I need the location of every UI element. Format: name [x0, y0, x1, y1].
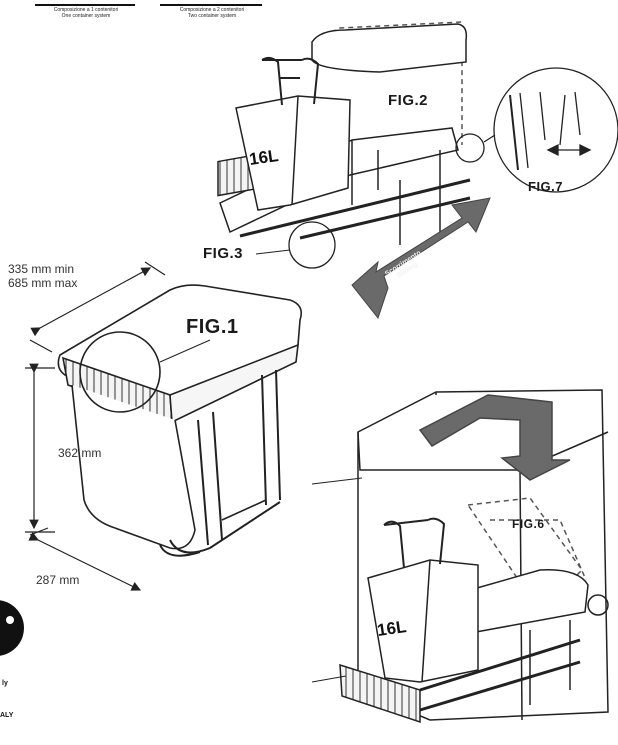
caption-two-container-line1: Composizione a 2 contenitori — [179, 7, 245, 13]
caption-one-container-line2: One container system — [61, 13, 111, 19]
fig6-cabinet-unit — [311, 389, 609, 724]
width-dimension-label: 335 mm min 685 mm max — [8, 262, 77, 290]
caption-one-container: Composizione a 1 contenitori One contain… — [38, 7, 134, 19]
width-max-value: 685 mm max — [8, 276, 78, 290]
fig1-unit — [57, 284, 303, 557]
depth-dimension-label: 287 mm — [36, 573, 80, 587]
fig3-callout-circle — [288, 221, 336, 269]
fig3-label: FIG.3 — [203, 245, 244, 262]
sliding-direction-arrow — [351, 197, 491, 320]
fig6-bin-capacity-label: 16L — [376, 617, 408, 640]
fig2-unit — [217, 21, 471, 245]
fig1-label: FIG.1 — [186, 316, 239, 338]
fig7-label: FIG.7 — [528, 179, 564, 194]
caption-one-container-line1: Composizione a 1 contenitori — [53, 7, 119, 13]
caption-two-container: Composizione a 2 contenitori Two contain… — [162, 7, 262, 19]
badge-text-line1: ly — [2, 680, 8, 687]
fig6-label: FIG.6 — [512, 517, 545, 531]
fig7-detail — [455, 67, 618, 193]
fig2-label: FIG.2 — [388, 92, 429, 109]
fig3-leader-line — [255, 249, 291, 255]
fig2-bin-capacity-label: 16L — [248, 146, 280, 169]
brand-badge — [0, 600, 24, 656]
width-min-value: 335 mm min — [8, 262, 75, 276]
dimension-lines — [25, 261, 166, 591]
height-dimension-label: 362 mm — [58, 446, 102, 460]
caption-two-container-line2: Two container system — [187, 13, 237, 19]
badge-text-line2: ALY — [0, 712, 14, 719]
